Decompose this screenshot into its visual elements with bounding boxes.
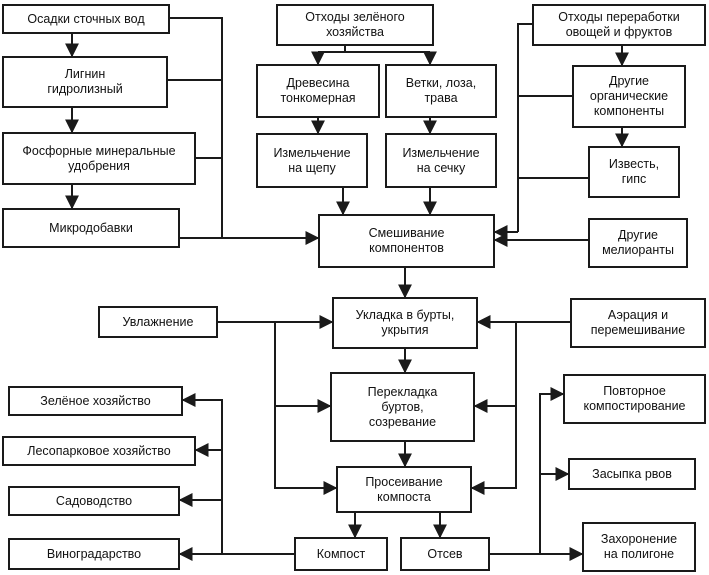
box-branches: Ветки, лоза, трава	[385, 64, 497, 118]
box-piling: Укладка в бурты, укрытия	[332, 297, 478, 349]
box-compost: Компост	[294, 537, 388, 571]
box-micro-additives: Микродобавки	[2, 208, 180, 248]
box-turning-maturation: Перекладка буртов, созревание	[330, 372, 475, 442]
box-recomposting: Повторное компостирование	[563, 374, 706, 424]
box-chipping: Измельчение на щепу	[256, 133, 368, 188]
box-phosphate-fertilizer: Фосфорные минеральные удобрения	[2, 132, 196, 185]
box-chopping: Измельчение на сечку	[385, 133, 497, 188]
box-mixing: Смешивание компонентов	[318, 214, 495, 268]
box-other-organic: Другие органические компоненты	[572, 65, 686, 128]
box-gardening: Садоводство	[8, 486, 180, 516]
box-lime-gypsum: Известь, гипс	[588, 146, 680, 198]
box-other-ameliorants: Другие мелиоранты	[588, 218, 688, 268]
box-fruit-waste: Отходы переработки овощей и фруктов	[532, 4, 706, 46]
box-forest-park: Лесопарковое хозяйство	[2, 436, 196, 466]
box-sieving: Просеивание компоста	[336, 466, 472, 513]
box-ditch-filling: Засыпка рвов	[568, 458, 696, 490]
box-lignin: Лигнин гидролизный	[2, 56, 168, 108]
box-screenings: Отсев	[400, 537, 490, 571]
box-moistening: Увлажнение	[98, 306, 218, 338]
box-green-economy: Зелёное хозяйство	[8, 386, 183, 416]
box-landfill: Захоронение на полигоне	[582, 522, 696, 572]
box-sewage-sludge: Осадки сточных вод	[2, 4, 170, 34]
box-green-waste: Отходы зелёного хозяйства	[276, 4, 434, 46]
box-thin-wood: Древесина тонкомерная	[256, 64, 380, 118]
box-viticulture: Виноградарство	[8, 538, 180, 570]
box-aeration-mixing: Аэрация и перемешивание	[570, 298, 706, 348]
